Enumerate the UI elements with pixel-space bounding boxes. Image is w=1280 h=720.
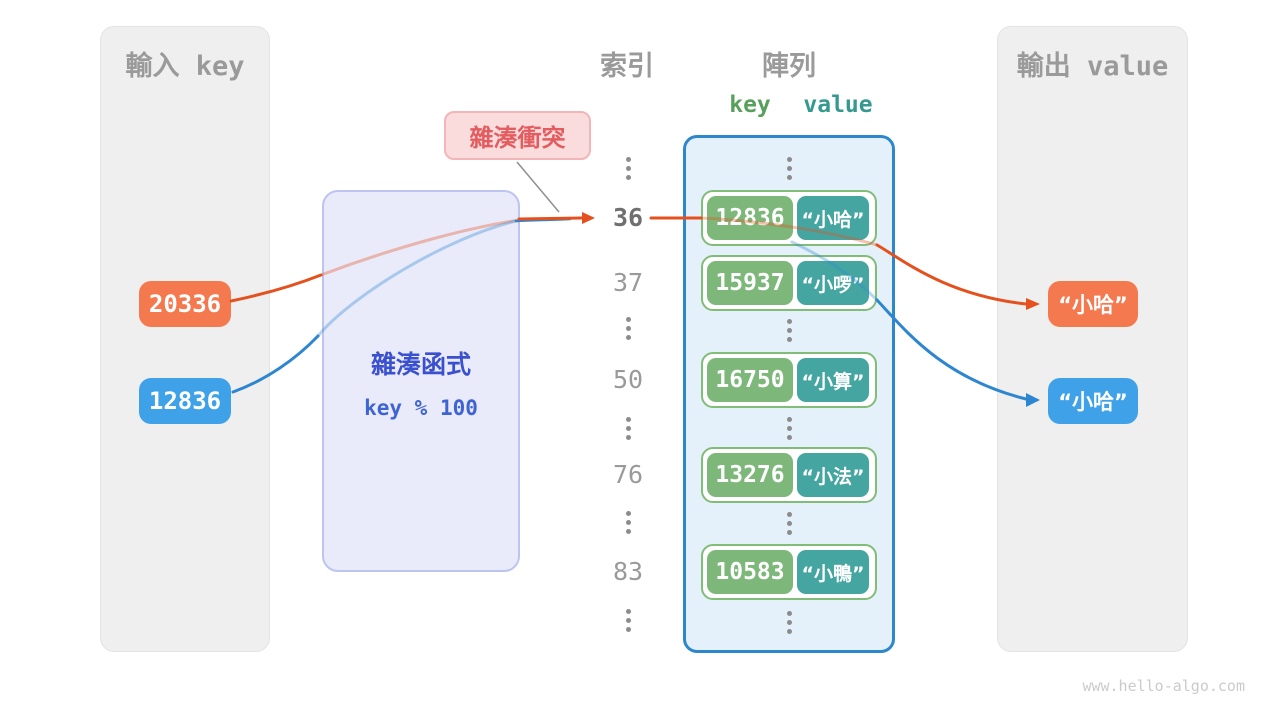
index-ellipsis — [588, 317, 668, 340]
input-key-12836: 12836 — [139, 378, 231, 424]
output-panel — [997, 26, 1188, 652]
output-panel-title: 輸出 value — [1016, 51, 1169, 82]
index-37: 37 — [612, 268, 644, 297]
arrow-to-index — [517, 216, 584, 221]
bucket-row: 12836 “小哈” — [701, 190, 877, 246]
index-ellipsis — [588, 417, 668, 440]
index-76: 76 — [612, 460, 644, 489]
index-ellipsis — [588, 511, 668, 534]
array-ellipsis — [749, 417, 829, 440]
collision-pointer-line — [516, 161, 560, 213]
input-key-20336: 20336 — [139, 281, 231, 327]
index-36: 36 — [612, 203, 644, 232]
hash-function-formula: key % 100 — [364, 396, 478, 420]
output-value-2: “小哈” — [1048, 378, 1138, 424]
hash-function-name: 雜湊函式 — [370, 350, 471, 379]
bucket-row: 15937 “小啰” — [701, 255, 877, 311]
value-column-header: value — [803, 92, 873, 118]
input-panel-title: 輸入 key — [125, 51, 245, 82]
bucket-key: 16750 — [707, 358, 793, 402]
output-value-1: “小哈” — [1048, 281, 1138, 327]
index-column-title: 索引 — [600, 51, 654, 82]
bucket-row: 10583 “小鴨” — [701, 544, 877, 600]
input-panel — [100, 26, 270, 652]
array-column-title: 陣列 — [762, 51, 816, 82]
hash-function-box — [322, 190, 520, 572]
bucket-value: “小算” — [797, 358, 869, 402]
bucket-row: 13276 “小法” — [701, 447, 877, 503]
bucket-key: 15937 — [707, 261, 793, 305]
index-83: 83 — [612, 557, 644, 586]
bucket-value: “小鴨” — [797, 550, 869, 594]
array-ellipsis — [749, 512, 829, 535]
bucket-key: 12836 — [707, 196, 793, 240]
index-ellipsis — [588, 609, 668, 632]
key-column-header: key — [729, 92, 771, 118]
index-ellipsis — [588, 157, 668, 180]
arrow-blue-merge — [514, 217, 572, 223]
array-ellipsis — [749, 319, 829, 342]
array-ellipsis — [749, 611, 829, 634]
array-ellipsis — [749, 157, 829, 180]
index-50: 50 — [612, 365, 644, 394]
bucket-value: “小法” — [797, 453, 869, 497]
bucket-value: “小哈” — [797, 196, 869, 240]
bucket-key: 13276 — [707, 453, 793, 497]
bucket-key: 10583 — [707, 550, 793, 594]
bucket-row: 16750 “小算” — [701, 352, 877, 408]
watermark: www.hello-algo.com — [1082, 677, 1245, 695]
bucket-value: “小啰” — [797, 261, 869, 305]
hash-collision-label: 雜湊衝突 — [444, 111, 591, 160]
